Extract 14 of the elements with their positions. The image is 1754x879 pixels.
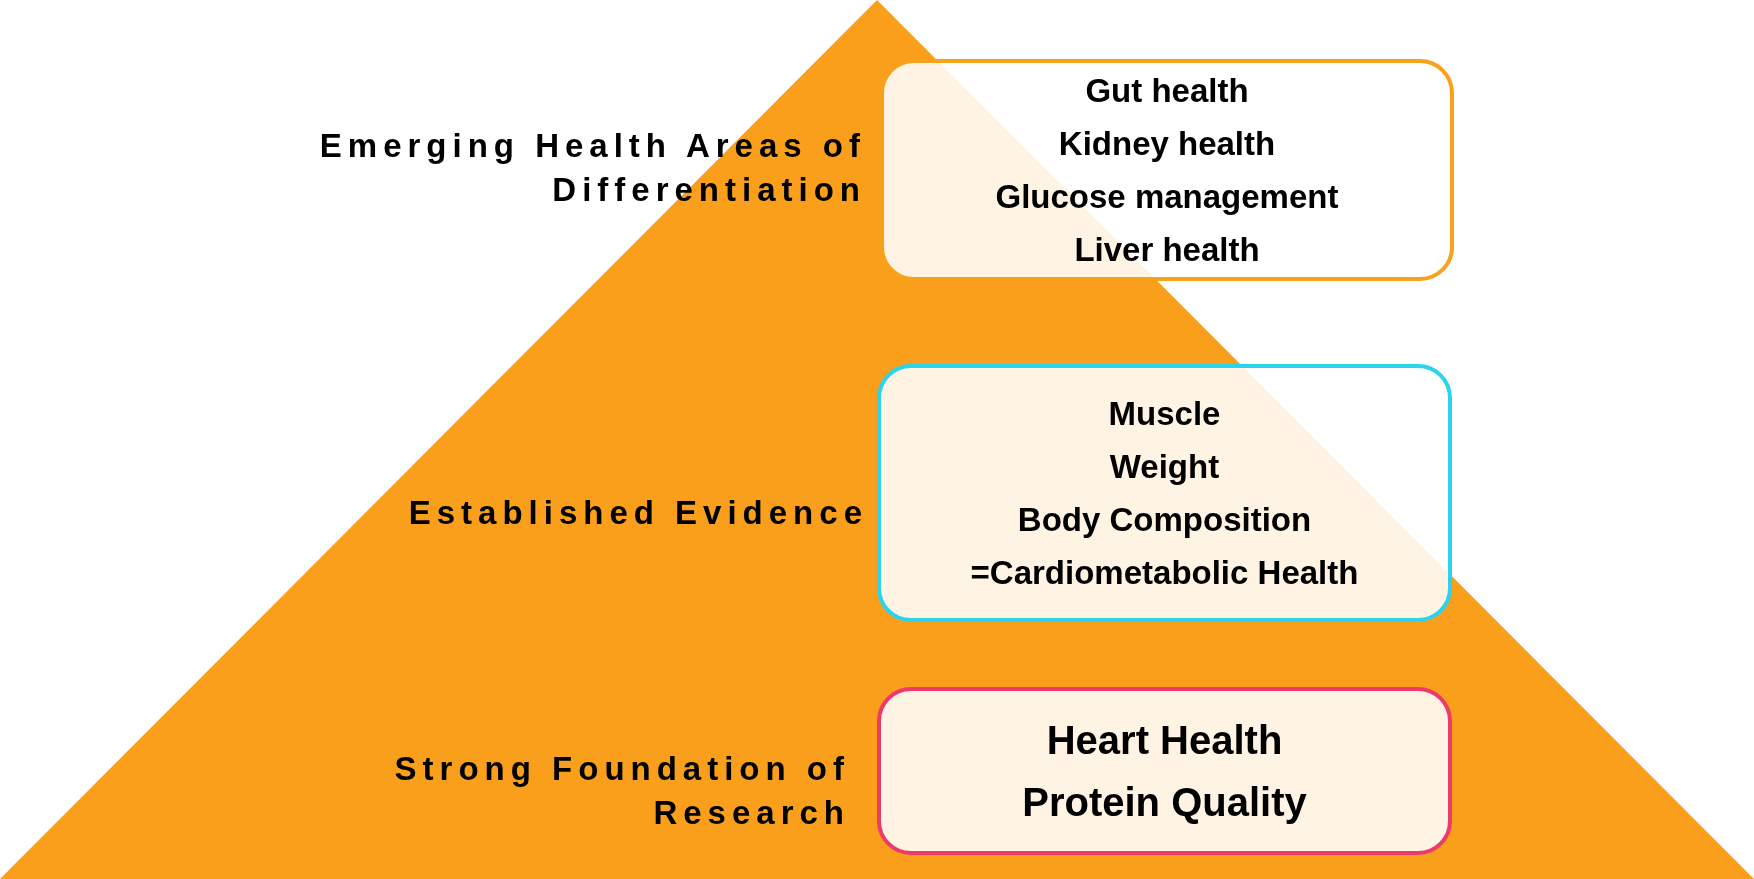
text-box — [877, 364, 1452, 622]
list-item: Glucose management — [995, 177, 1339, 217]
list-item: Liver health — [1074, 230, 1260, 270]
list-item: Gut health — [1085, 71, 1249, 111]
list-item: Muscle — [1108, 394, 1221, 434]
list-item: Protein Quality — [1022, 779, 1307, 826]
list-item: Kidney health — [1058, 124, 1276, 164]
tier-label: Established Evidence — [407, 493, 868, 533]
list-item: Heart Health — [1046, 717, 1283, 764]
text-box — [877, 687, 1452, 855]
list-item: =Cardiometabolic Health — [970, 553, 1359, 593]
tier-label: Strong Foundation of Research — [393, 749, 850, 833]
list-item: Weight — [1109, 447, 1220, 487]
list-item: Body Composition — [1017, 500, 1312, 540]
